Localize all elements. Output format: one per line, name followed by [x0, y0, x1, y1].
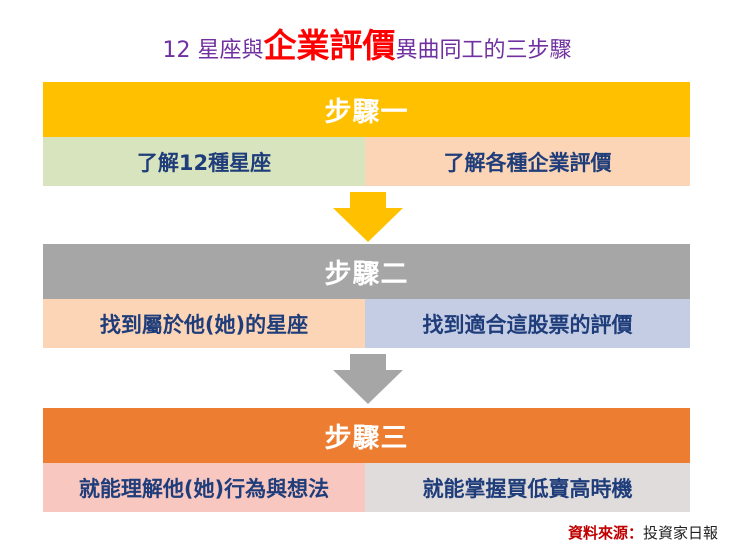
step-1-bar: 步驟一: [43, 82, 690, 137]
step-1-left-box: 了解12種星座: [43, 137, 365, 186]
step-3-label: 步驟三: [324, 423, 409, 454]
down-arrow-icon: [333, 354, 403, 404]
source-label: 資料來源：: [567, 524, 643, 542]
page-title: 12 星座與企業評價異曲同工的三步驟: [0, 24, 734, 73]
step-2-right-box: 找到適合這股票的評價: [365, 299, 690, 348]
step-1-right-box: 了解各種企業評價: [365, 137, 690, 186]
step-3-bar: 步驟三: [43, 408, 690, 463]
title-prefix: 12 星座與: [162, 38, 264, 63]
source-value: 投資家日報: [642, 524, 718, 542]
step-2-left-box: 找到屬於他(她)的星座: [43, 299, 365, 348]
step-1-right-text: 了解各種企業評價: [443, 150, 612, 175]
source-note: 資料來源：投資家日報: [568, 522, 718, 543]
step-2-bar: 步驟二: [43, 244, 690, 299]
step-3-right-text: 就能掌握買低賣高時機: [422, 476, 633, 501]
title-suffix: 異曲同工的三步驟: [395, 38, 572, 63]
step-2-right-text: 找到適合這股票的評價: [422, 312, 633, 337]
title-highlight: 企業評價: [263, 26, 396, 65]
step-3-left-box: 就能理解他(她)行為與想法: [43, 463, 365, 512]
step-3-left-text: 就能理解他(她)行為與想法: [78, 476, 330, 501]
down-arrow-icon: [333, 192, 403, 242]
step-1-label: 步驟一: [324, 97, 409, 128]
step-2-label: 步驟二: [324, 259, 409, 290]
step-3-right-box: 就能掌握買低賣高時機: [365, 463, 690, 512]
step-1-left-text: 了解12種星座: [136, 150, 272, 175]
step-2-left-text: 找到屬於他(她)的星座: [99, 312, 309, 337]
